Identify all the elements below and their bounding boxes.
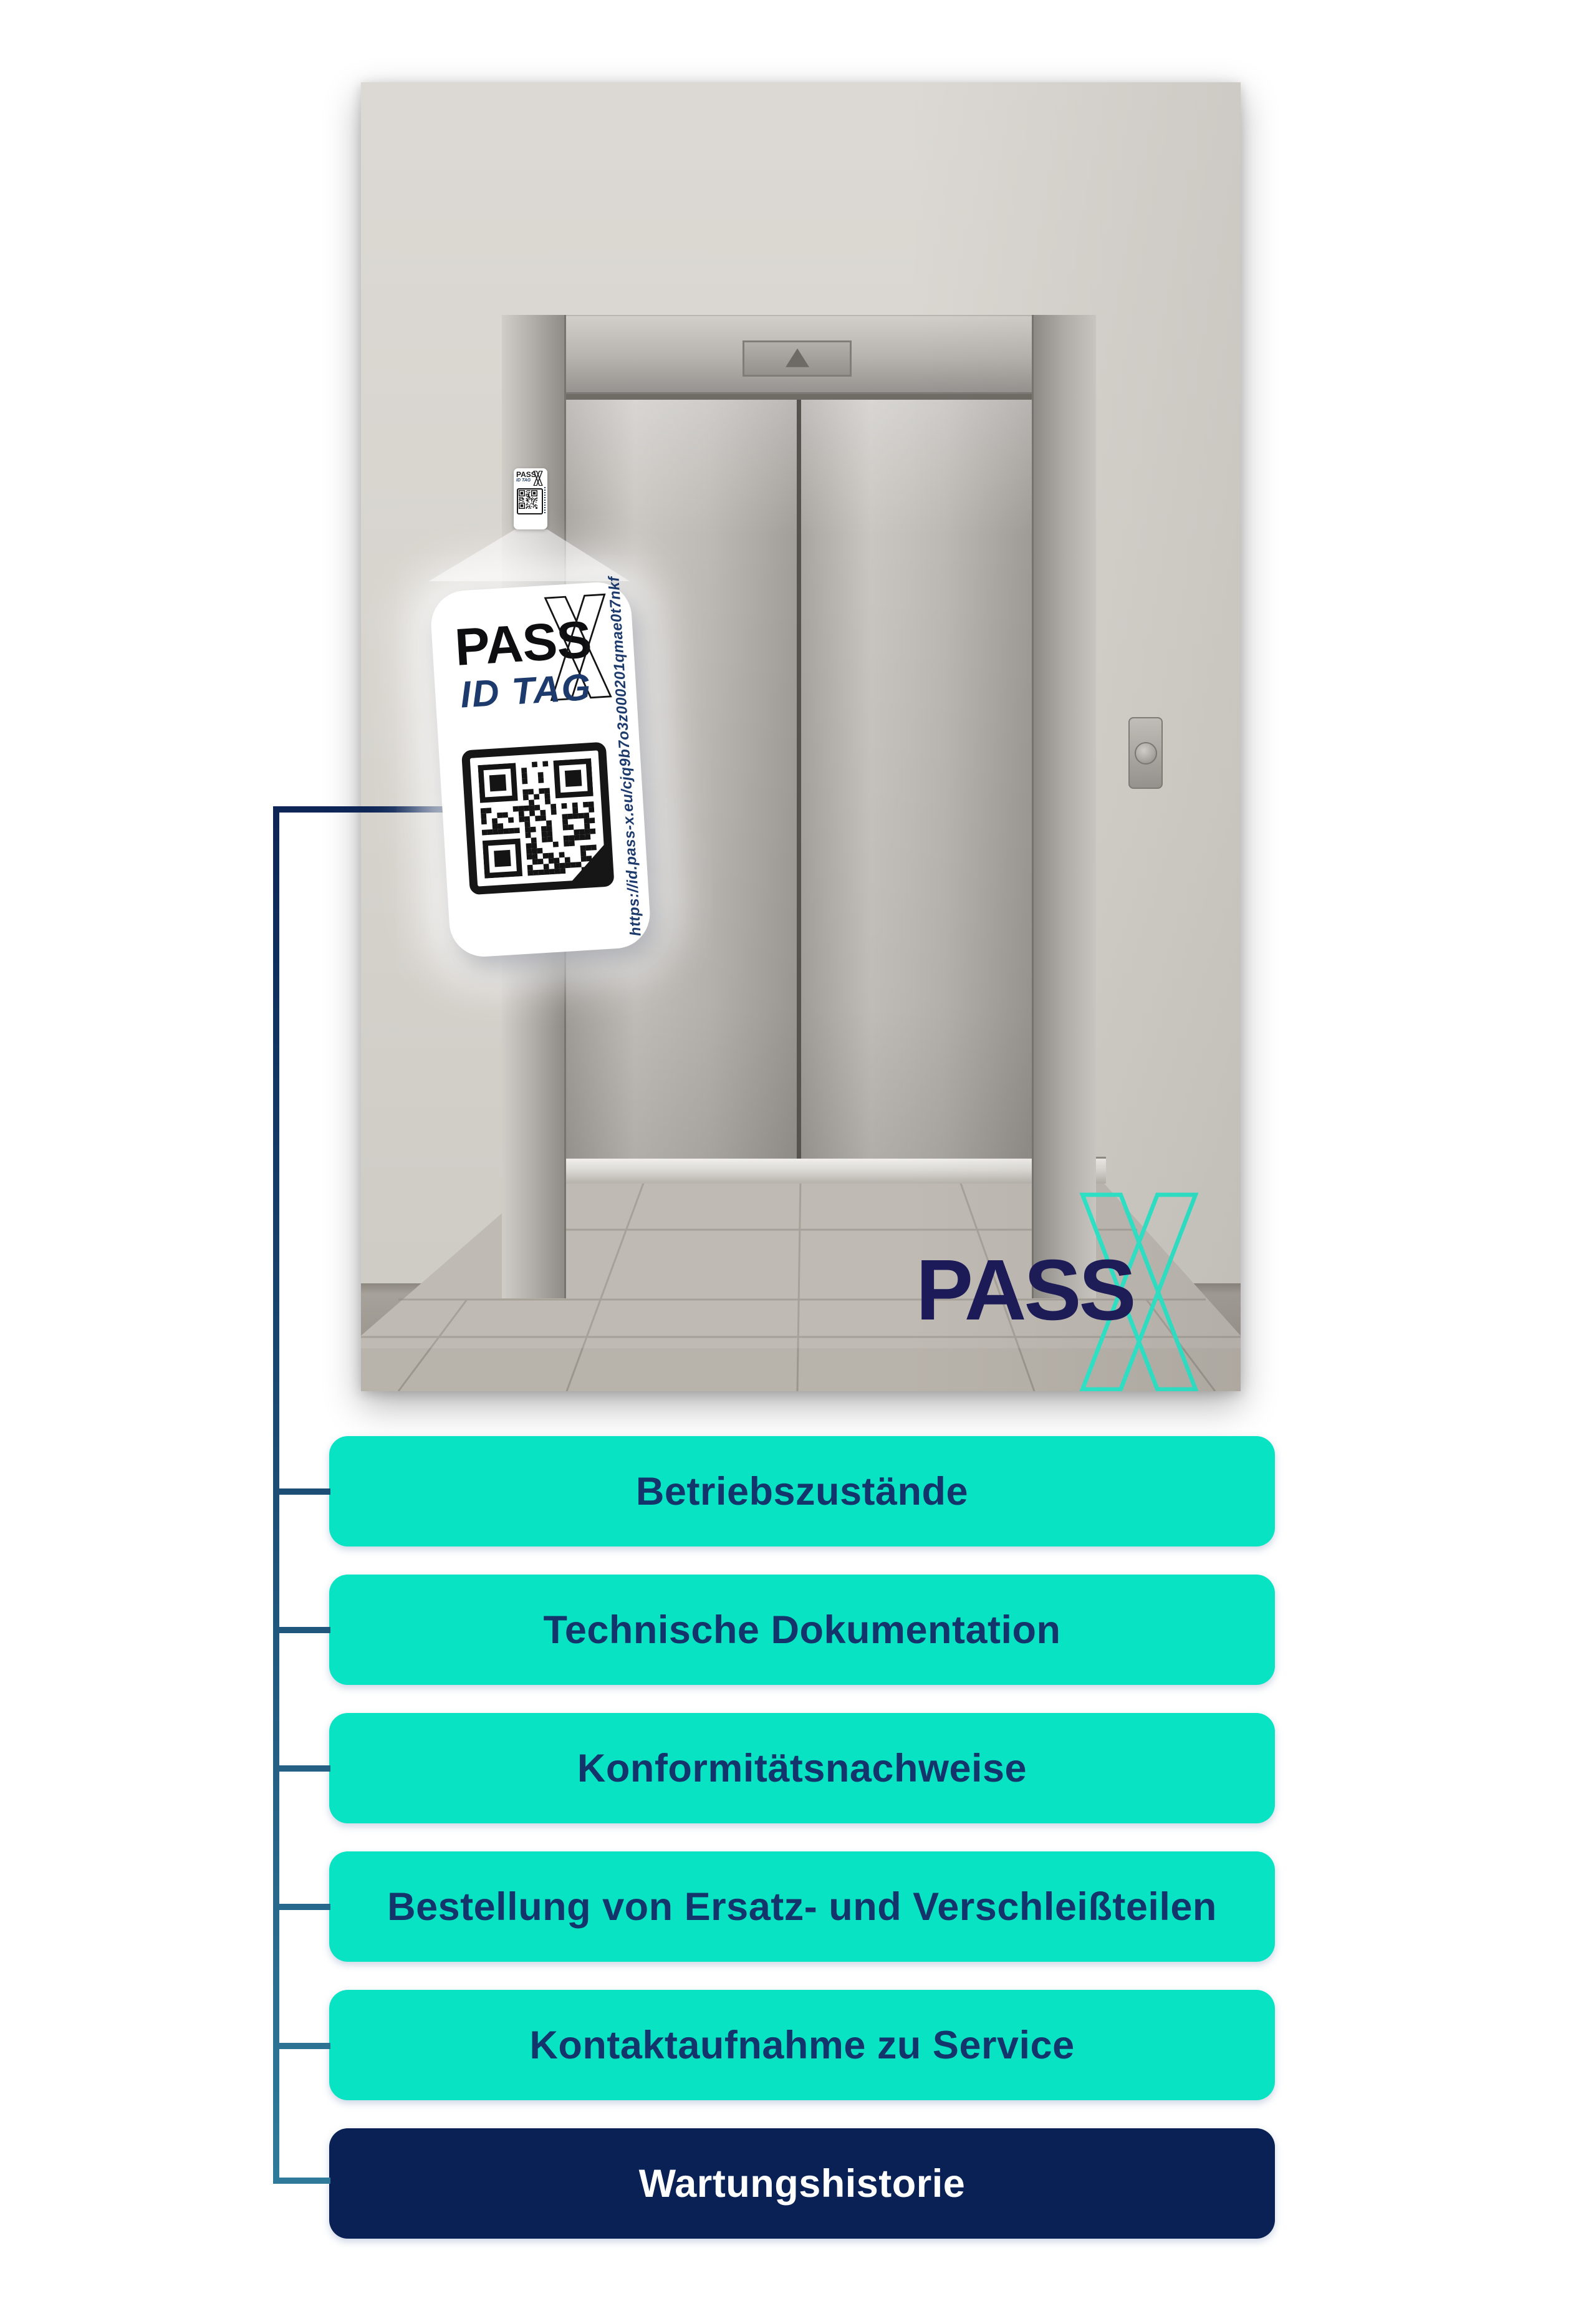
call-button: [1134, 741, 1157, 765]
qr-code-icon: [461, 741, 615, 895]
up-arrow-indicator-icon: [785, 348, 809, 367]
pass-x-logo: PASS: [916, 1192, 1240, 1391]
elevator-frame-right: [1032, 315, 1096, 1298]
tag-x-icon: [544, 593, 612, 702]
button-wartungshistorie[interactable]: Wartungshistorie: [329, 2128, 1275, 2239]
call-button-panel: [1128, 717, 1163, 789]
tag-sub-text: ID TAG: [459, 665, 593, 716]
id-tag-sticker: PASS ID TAG: [514, 468, 547, 529]
pass-x-logo-text: PASS: [916, 1241, 1137, 1340]
button-konformitaetsnachweise[interactable]: Konformitätsnachweise: [329, 1713, 1275, 1823]
button-bestellung-ersatzteile[interactable]: Bestellung von Ersatz- und Verschleißtei…: [329, 1851, 1275, 1962]
sticker-brand-text: PASS: [516, 470, 536, 479]
pass-x-id-tag: PASS ID TAG https://id.pass-x.eu/cjq9b7o…: [429, 576, 652, 959]
button-kontaktaufnahme-service[interactable]: Kontaktaufnahme zu Service: [329, 1990, 1275, 2100]
direction-indicator-plate: [743, 340, 852, 377]
sticker-sub-text: ID TAG: [516, 478, 531, 483]
floor-tiles: [361, 1179, 1241, 1391]
sticker-qr-code-icon: [517, 488, 543, 514]
button-technische-dokumentation[interactable]: Technische Dokumentation: [329, 1575, 1275, 1685]
elevator-doorway: [566, 391, 1032, 1159]
connector-line: [273, 806, 446, 2184]
button-betriebszustaende[interactable]: Betriebszustände: [329, 1436, 1275, 1546]
sticker-x-icon: [533, 471, 543, 486]
elevator-door-right: [799, 400, 1032, 1159]
sticker-micro-url: [544, 487, 546, 514]
x-logo-icon: [1079, 1192, 1199, 1391]
